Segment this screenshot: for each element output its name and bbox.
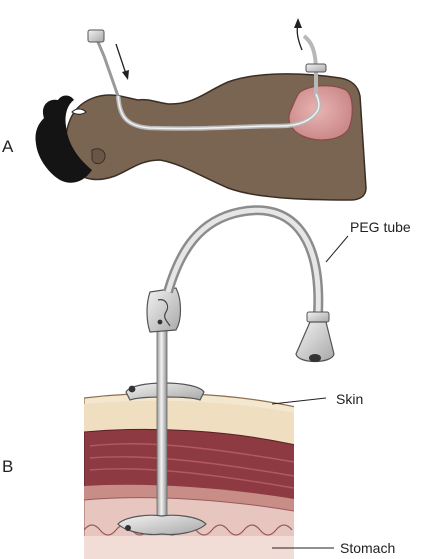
eye-shape — [71, 108, 87, 115]
peg-tube-label: PEG tube — [350, 219, 411, 235]
abdomen-bolster — [305, 63, 327, 73]
panel-a: A — [2, 18, 367, 201]
muscle-layer — [84, 428, 294, 501]
tube-clamp — [146, 287, 182, 333]
guide-wire-mouth — [96, 41, 120, 97]
ear-shape — [91, 148, 106, 165]
stomach-shape — [288, 85, 353, 141]
clamp-detail — [157, 299, 171, 327]
panel-b-label: B — [2, 457, 13, 476]
patient-body — [64, 73, 367, 201]
mouth-connector — [87, 29, 105, 43]
peg-tube-leader — [325, 235, 349, 263]
tube-end-ring — [306, 311, 330, 323]
panel-b: PEG tube Skin Stomach B — [2, 205, 411, 559]
peg-shaft — [156, 325, 168, 523]
internal-bolster-hole — [125, 525, 131, 531]
adapter-port — [309, 354, 321, 362]
stomach-lumen — [84, 536, 294, 559]
endoscope-tube-highlight — [117, 93, 320, 130]
stomach-label: Stomach — [340, 540, 395, 556]
clamp-rivet — [157, 319, 163, 325]
panel-a-label: A — [2, 137, 14, 156]
insertion-arrow-icon — [115, 43, 129, 80]
abdominal-wall-layers — [84, 392, 294, 559]
internal-bolster — [117, 514, 207, 536]
bolster-hole — [128, 385, 136, 393]
hair-shape — [35, 95, 92, 183]
muscle-striations — [89, 443, 294, 489]
skin-label: Skin — [336, 391, 363, 407]
pull-arrow-icon — [294, 18, 303, 51]
peg-tube-arch-highlight — [165, 207, 321, 315]
skin-leader — [271, 397, 327, 405]
